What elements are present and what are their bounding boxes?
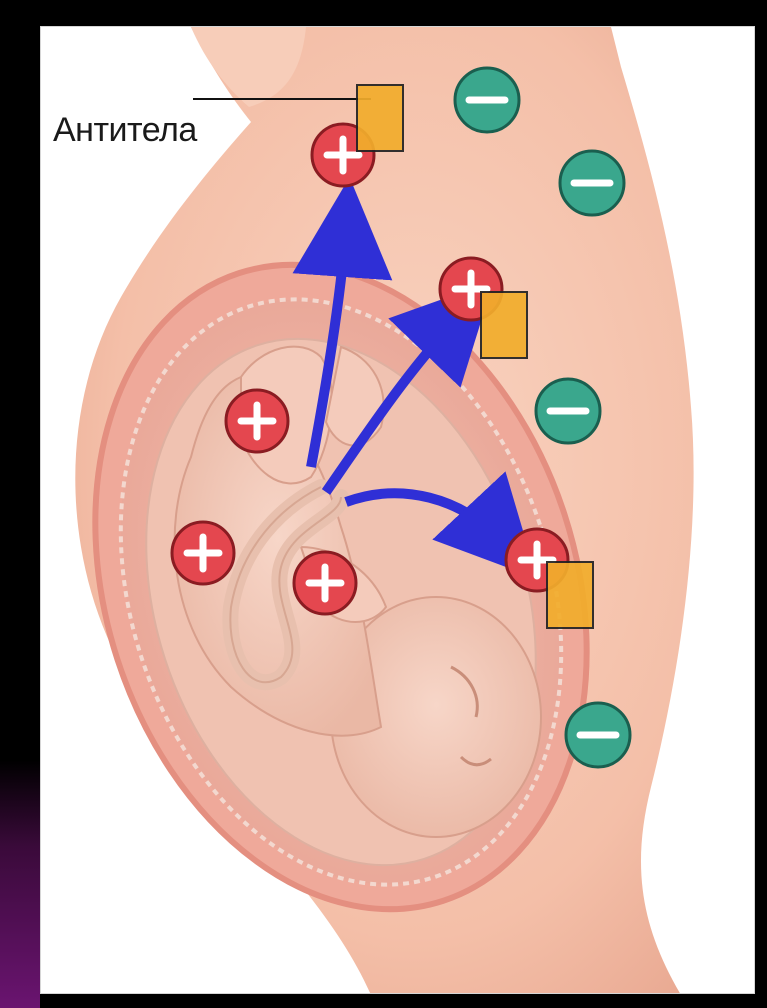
maternal-cell-1: [455, 68, 519, 132]
maternal-cell-2: [560, 151, 624, 215]
rh-conflict-diagram: Антитела: [41, 27, 755, 994]
antibody-square-middle: [481, 292, 527, 358]
antibody-label: Антитела: [53, 111, 197, 149]
maternal-cell-4: [566, 703, 630, 767]
fetal-cell-in-womb-1: [226, 390, 288, 452]
background-gradient-strip: [0, 760, 40, 1008]
illustration-panel: Антитела: [40, 26, 755, 994]
fetal-cell-in-womb-3: [294, 552, 356, 614]
fetal-cell-in-womb-2: [172, 522, 234, 584]
maternal-cell-3: [536, 379, 600, 443]
antibody-square-lower: [547, 562, 593, 628]
antibody-square-top: [357, 85, 403, 151]
